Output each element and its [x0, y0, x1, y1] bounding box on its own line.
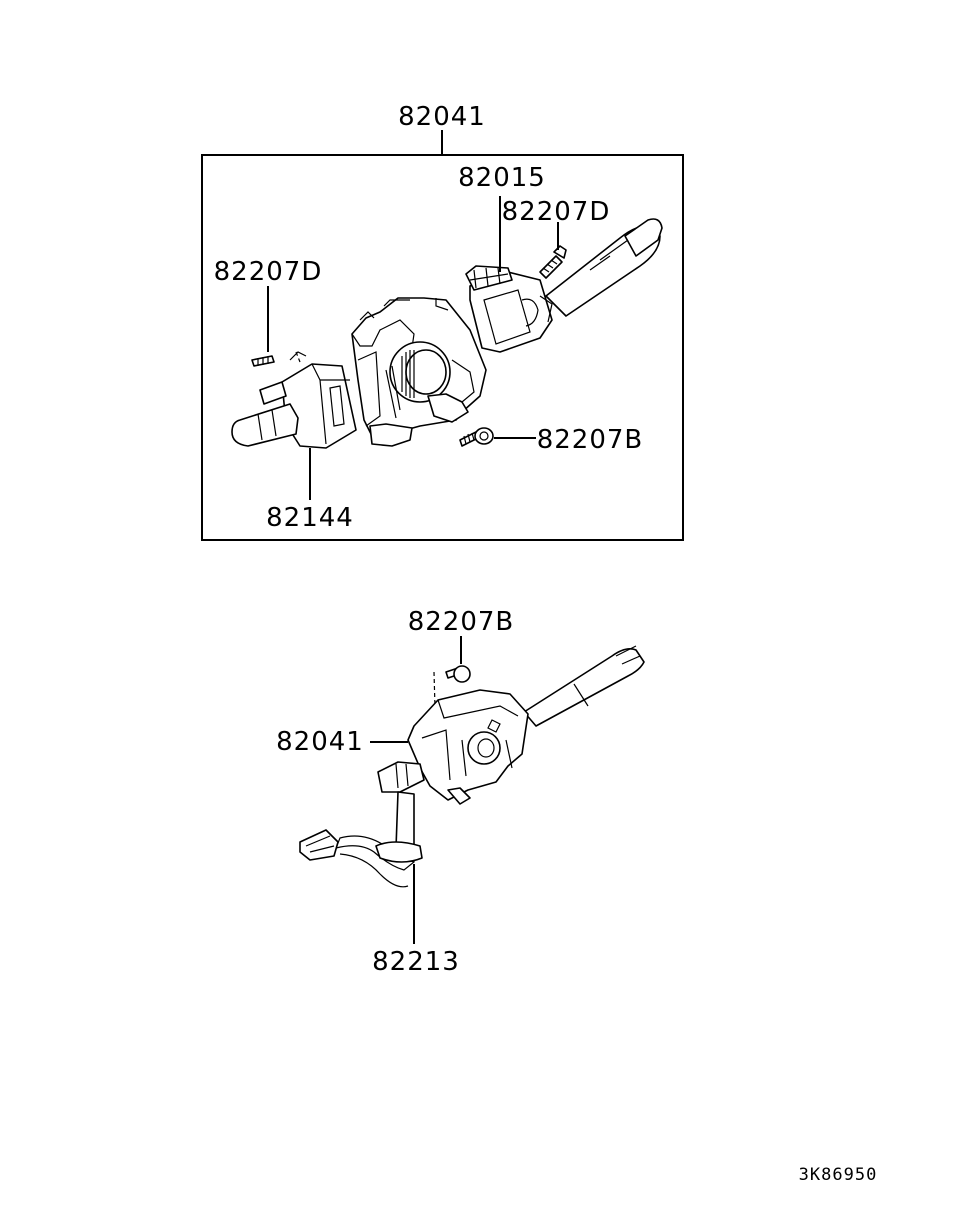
label-82207b-upper: 82207B	[537, 425, 644, 455]
clock-spring-body-drawing	[351, 297, 487, 447]
screw-left-drawing	[251, 355, 275, 367]
drawing-code: 3K86950	[799, 1165, 878, 1185]
upper-assembly: 82041 82015 82207D	[201, 102, 684, 541]
label-82207d-right: 82207D	[502, 197, 611, 227]
screw-right-drawing	[539, 245, 567, 279]
label-assembly-82041: 82041	[398, 102, 486, 132]
wire-harness-drawing	[299, 791, 423, 888]
label-82041-lower: 82041	[276, 727, 364, 757]
label-82213: 82213	[372, 947, 460, 977]
combination-switch-drawing	[377, 645, 645, 805]
screw-bottom-drawing	[459, 427, 494, 447]
label-82144: 82144	[266, 503, 354, 533]
label-82207d-left: 82207D	[214, 257, 323, 287]
label-82207b-lower: 82207B	[408, 607, 515, 637]
turn-signal-switch-drawing	[465, 218, 663, 353]
wiper-switch-drawing	[231, 351, 357, 449]
lower-assembly: 82207B 82041	[276, 607, 645, 977]
label-82015: 82015	[458, 163, 546, 193]
